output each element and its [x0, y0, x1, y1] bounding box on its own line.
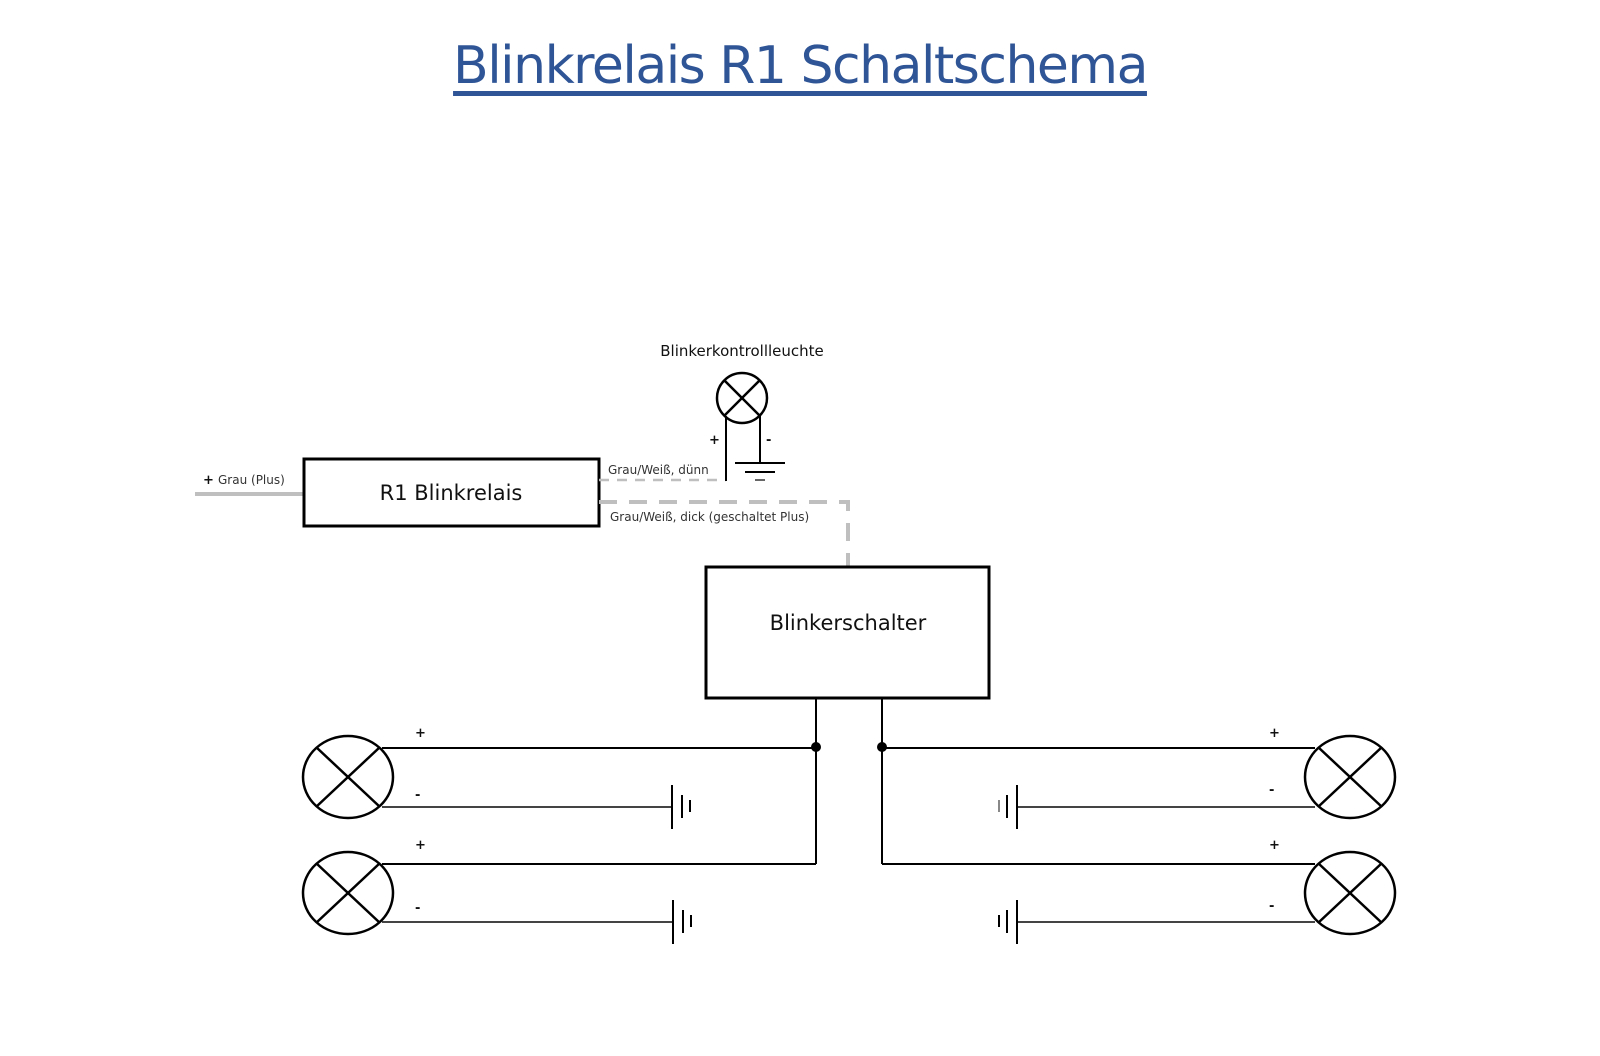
ground-icon — [998, 785, 1018, 829]
plus-sign: + — [1269, 726, 1280, 741]
minus-sign: - — [415, 788, 420, 803]
relay-label: R1 Blinkrelais — [380, 481, 523, 505]
lamp-icon — [1303, 734, 1397, 820]
switch-box[interactable] — [704, 565, 991, 700]
indicator-lamp-label: Blinkerkontrollleuchte — [660, 342, 824, 360]
left-lamp-top: + - — [301, 726, 816, 829]
thin-wire-label: Grau/Weiß, dünn — [608, 463, 709, 477]
thick-wire — [599, 500, 850, 566]
ground-icon — [998, 900, 1018, 944]
minus-sign: - — [415, 901, 420, 916]
minus-sign: - — [1269, 899, 1274, 914]
plus-sign: + — [415, 726, 426, 741]
ground-icon — [735, 462, 785, 481]
supply-wire-label: Grau (Plus) — [218, 473, 285, 487]
right-lamp-bottom: + - — [882, 838, 1397, 944]
thick-wire-label: Grau/Weiß, dick (geschaltet Plus) — [610, 510, 809, 524]
plus-sign: + — [415, 838, 426, 853]
lamp-icon — [301, 734, 395, 820]
ground-icon — [671, 785, 691, 829]
indicator-lamp-icon — [715, 371, 769, 425]
right-lamp-top: + - — [882, 726, 1397, 829]
supply-plus-sign: + — [203, 473, 214, 488]
indicator-plus-sign: + — [709, 433, 720, 448]
relay-box[interactable] — [302, 457, 601, 528]
plus-sign: + — [1269, 838, 1280, 853]
page-title: Blinkrelais R1 Schaltschema — [453, 36, 1148, 96]
lamp-icon — [1303, 850, 1397, 936]
lamp-icon — [301, 850, 395, 936]
switch-label: Blinkerschalter — [770, 611, 927, 635]
indicator-minus-sign: - — [766, 433, 771, 448]
left-lamp-bottom: + - — [301, 838, 816, 944]
ground-icon — [672, 900, 692, 944]
minus-sign: - — [1269, 783, 1274, 798]
